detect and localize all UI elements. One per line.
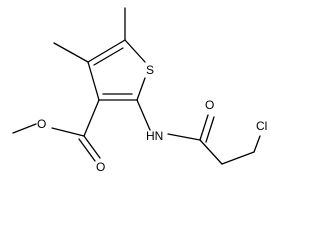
ester-bond-carbonyl-o xyxy=(83,135,101,159)
chain-bond-carbonyl-ch2 xyxy=(199,139,223,165)
amide-nitrogen-label: HN xyxy=(146,129,163,143)
ring-bond-c4-c5-double xyxy=(93,47,124,66)
chain-bond-ch2-cl xyxy=(253,135,261,153)
ester-oxygen-label: O xyxy=(37,117,46,131)
molecule-diagram: S O O HN O Cl xyxy=(12,7,267,174)
ester-bond-c3-carbonyl xyxy=(83,99,100,137)
ester-bond-carbonyl-oalkyl xyxy=(51,127,85,137)
amide-bond-n-carbonyl xyxy=(167,133,201,141)
ring-bond-c3-c4 xyxy=(87,61,100,101)
methyl-bond-c4 xyxy=(53,42,89,63)
ester-carbonyl-oxygen-label: O xyxy=(96,160,105,174)
amide-oxygen-label: O xyxy=(205,98,214,112)
sulfur-label: S xyxy=(146,63,154,77)
ester-bond-carbonyl-o-double xyxy=(78,138,96,162)
ring-bond-s-c2 xyxy=(136,77,146,101)
amide-bond-carbonyl-o-double xyxy=(205,116,215,143)
ring-bond-c4-c5 xyxy=(87,39,126,63)
chain-bond-ch2-ch2 xyxy=(221,151,255,165)
chlorine-label: Cl xyxy=(256,119,267,133)
ring-bond-c5-s xyxy=(124,39,146,63)
ester-bond-o-methyl xyxy=(12,123,37,134)
amide-bond-carbonyl-o xyxy=(199,114,209,141)
structure-canvas: S O O HN O Cl xyxy=(12,7,267,174)
amide-bond-c2-n xyxy=(136,99,151,131)
